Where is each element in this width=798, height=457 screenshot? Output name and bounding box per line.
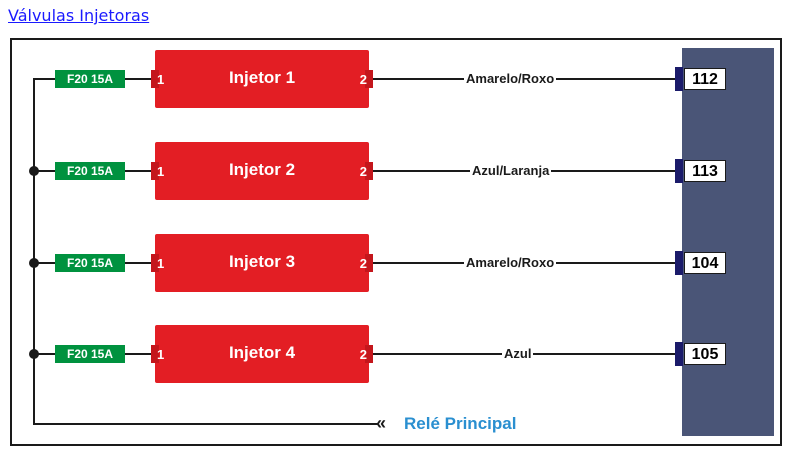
injector-3: 1 Injetor 3 2 bbox=[151, 234, 373, 292]
injector-name: Injetor 1 bbox=[228, 68, 296, 87]
pin-in-label: 1 bbox=[157, 256, 165, 271]
injector-1: 1 Injetor 1 2 bbox=[151, 50, 373, 108]
terminal-cap bbox=[675, 342, 683, 366]
wire-color-label: Amarelo/Roxo bbox=[464, 255, 557, 271]
pin-in-label: 1 bbox=[157, 72, 165, 87]
power-bus-wire bbox=[33, 78, 35, 425]
diagram-frame bbox=[10, 38, 782, 446]
terminal-cap bbox=[675, 251, 683, 275]
injector-2: 1 Injetor 2 2 bbox=[151, 142, 373, 200]
pin-in bbox=[151, 70, 159, 88]
pin-out bbox=[365, 254, 373, 272]
pin-out bbox=[365, 345, 373, 363]
terminal-cap bbox=[675, 67, 683, 91]
injector-name: Injetor 2 bbox=[228, 160, 296, 179]
terminal-number: 104 bbox=[684, 252, 726, 274]
page-title-link[interactable]: Válvulas Injetoras bbox=[8, 6, 150, 25]
fuse-label: F20 15A bbox=[55, 254, 125, 272]
double-chevron-left-icon: « bbox=[376, 413, 387, 433]
injector-name: Injetor 3 bbox=[228, 252, 296, 271]
terminal-cap bbox=[675, 159, 683, 183]
pin-in bbox=[151, 345, 159, 363]
terminal-number: 112 bbox=[684, 68, 726, 90]
pin-out bbox=[365, 162, 373, 180]
relay-feed-wire bbox=[33, 423, 378, 425]
pin-in-label: 1 bbox=[157, 164, 165, 179]
pin-in bbox=[151, 254, 159, 272]
pin-out-label: 2 bbox=[359, 256, 367, 271]
wire-color-label: Amarelo/Roxo bbox=[464, 71, 557, 87]
injector-name: Injetor 4 bbox=[228, 343, 296, 362]
wire-color-label: Azul/Laranja bbox=[470, 163, 552, 179]
pin-in-label: 1 bbox=[157, 347, 165, 362]
pin-out bbox=[365, 70, 373, 88]
relay-label: Relé Principal bbox=[404, 414, 517, 433]
wire-color-label: Azul bbox=[502, 346, 534, 362]
pin-in bbox=[151, 162, 159, 180]
ecu-connector-block bbox=[682, 48, 774, 436]
pin-out-label: 2 bbox=[359, 72, 367, 87]
terminal-number: 113 bbox=[684, 160, 726, 182]
fuse-label: F20 15A bbox=[55, 70, 125, 88]
fuse-label: F20 15A bbox=[55, 162, 125, 180]
terminal-number: 105 bbox=[684, 343, 726, 365]
injector-4: 1 Injetor 4 2 bbox=[151, 325, 373, 383]
pin-out-label: 2 bbox=[359, 164, 367, 179]
pin-out-label: 2 bbox=[359, 347, 367, 362]
fuse-label: F20 15A bbox=[55, 345, 125, 363]
